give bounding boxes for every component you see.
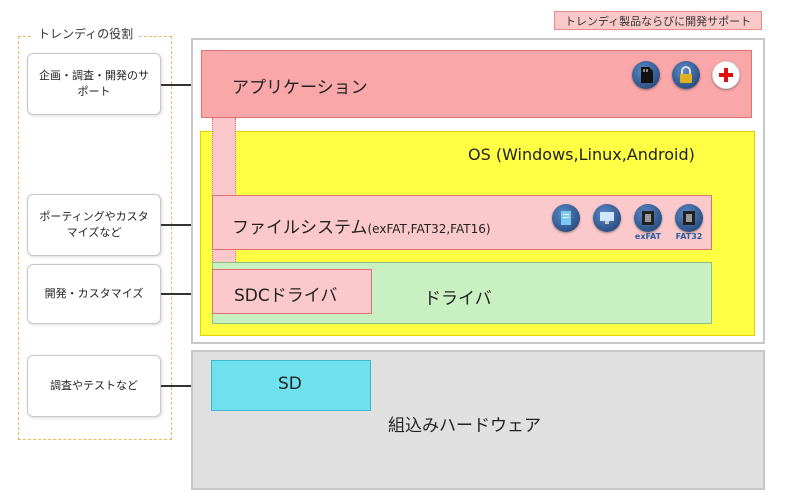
sd-label: SD xyxy=(278,374,302,394)
application-label: アプリケーション xyxy=(232,78,368,98)
documents-icon xyxy=(552,204,580,232)
hardware-label: 組込みハードウェア xyxy=(388,416,541,436)
role-development: 開発・カスタマイズ xyxy=(27,264,161,324)
monitor-icon xyxy=(593,204,621,232)
brand-tag: トレンディ製品ならびに開発サポート xyxy=(554,11,762,30)
arrow-to-filesystem xyxy=(161,224,219,226)
sdc-driver-label: SDCドライバ xyxy=(234,286,338,306)
film-fat32-icon xyxy=(675,204,703,232)
sd-card-icon xyxy=(632,61,660,89)
arrow-to-application xyxy=(161,84,219,86)
driver-label: ドライバ xyxy=(424,289,492,309)
filesystem-label: ファイルシステム(exFAT,FAT32,FAT16) xyxy=(232,213,491,238)
red-cross-icon xyxy=(712,61,740,89)
filesystem-layer xyxy=(212,195,712,250)
sdc-driver-box xyxy=(212,269,372,314)
role-research-testing: 調査やテストなど xyxy=(27,355,161,417)
os-label: OS (Windows,Linux,Android) xyxy=(468,145,695,164)
filesystem-title: ファイルシステム xyxy=(232,218,368,238)
fat32-caption: FAT32 xyxy=(675,232,703,241)
exfat-caption: exFAT xyxy=(634,232,662,241)
arrow-to-sd xyxy=(161,385,203,387)
filesystem-detail: (exFAT,FAT32,FAT16) xyxy=(367,222,491,236)
roles-title: トレンディの役割 xyxy=(32,26,140,42)
role-planning-support: 企画・調査・開発のサポート xyxy=(27,53,161,115)
application-layer xyxy=(201,50,752,118)
arrow-to-sdc-driver xyxy=(161,293,219,295)
padlock-icon xyxy=(672,61,700,89)
sd-box xyxy=(211,360,371,411)
role-porting-customization: ポーティングやカスタマイズなど xyxy=(27,194,161,256)
film-exfat-icon xyxy=(634,204,662,232)
